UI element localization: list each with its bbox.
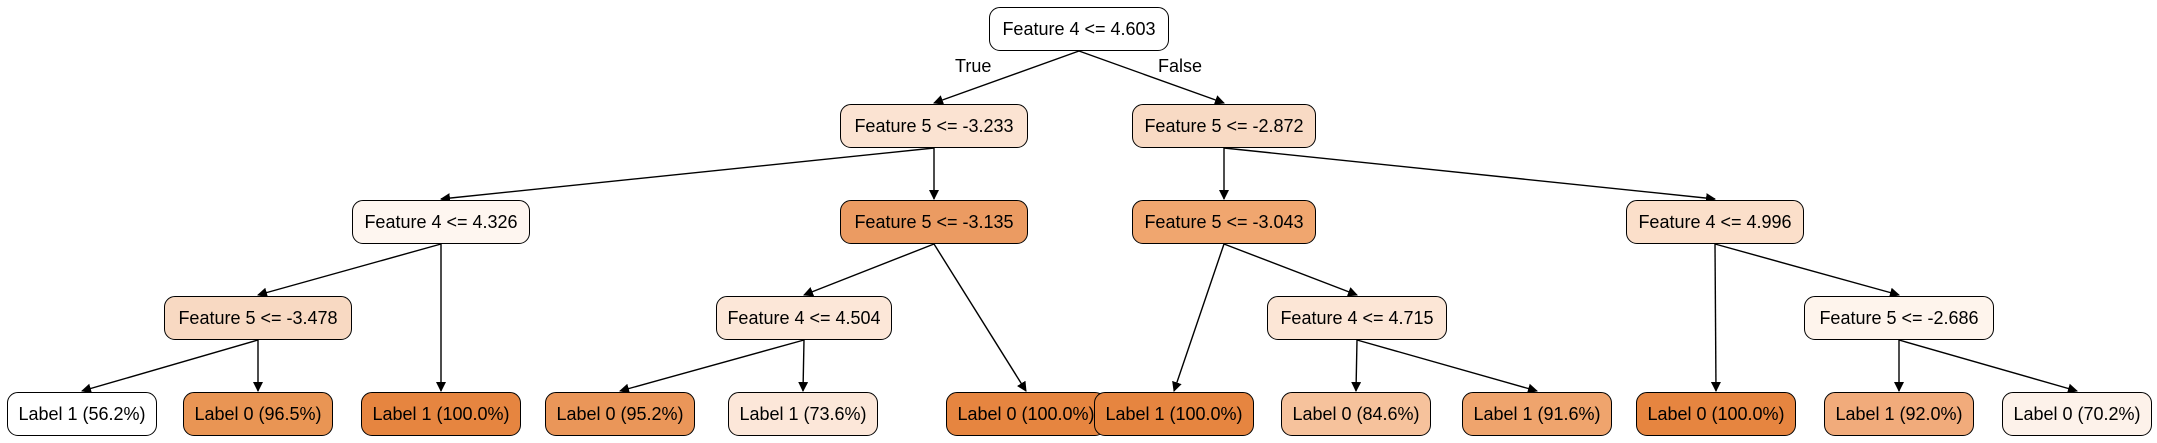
branch-label-false: False (1158, 56, 1203, 76)
leaf-node: Label 1 (56.2%) (7, 392, 157, 436)
tree-edge (257, 243, 442, 298)
split-node: Feature 5 <= -3.233 (840, 104, 1028, 148)
split-node: Feature 4 <= 4.504 (716, 296, 892, 340)
split-node: Feature 5 <= -3.135 (840, 200, 1028, 244)
leaf-node: Label 0 (96.5%) (183, 392, 333, 436)
leaf-node: Label 1 (73.6%) (728, 392, 878, 436)
tree-edge (933, 243, 1027, 392)
tree-edge (1898, 339, 2078, 394)
tree-edge (1710, 243, 1721, 392)
leaf-node: Label 0 (95.2%) (545, 392, 695, 436)
branch-label-true: True (955, 56, 992, 76)
split-node: Feature 4 <= 4.603 (989, 7, 1169, 51)
tree-edge (1223, 243, 1358, 297)
split-node: Feature 5 <= -2.872 (1132, 104, 1316, 148)
tree-edge (798, 339, 809, 392)
split-node: Feature 4 <= 4.996 (1626, 200, 1804, 244)
tree-edge (81, 339, 259, 394)
split-node: Feature 4 <= 4.715 (1267, 296, 1447, 340)
leaf-node: Label 1 (92.0%) (1824, 392, 1974, 436)
tree-edge (1078, 50, 1225, 105)
tree-edge (1172, 243, 1225, 392)
split-node: Feature 5 <= -3.043 (1132, 200, 1316, 244)
split-node: Feature 5 <= -3.478 (164, 296, 352, 340)
tree-edge (1351, 339, 1362, 392)
leaf-node: Label 0 (100.0%) (1636, 392, 1796, 436)
tree-edge (619, 339, 805, 394)
tree-edge (440, 147, 935, 204)
leaf-node: Label 0 (84.6%) (1281, 392, 1431, 436)
leaf-node: Label 1 (91.6%) (1462, 392, 1612, 436)
tree-edge (1714, 243, 1900, 298)
tree-edge (1223, 147, 1716, 204)
leaf-node: Label 1 (100.0%) (1094, 392, 1254, 436)
leaf-node: Label 0 (100.0%) (946, 392, 1106, 436)
leaf-node: Label 0 (70.2%) (2002, 392, 2152, 436)
tree-edge (933, 50, 1080, 105)
split-node: Feature 4 <= 4.326 (352, 200, 530, 244)
tree-edge (1356, 339, 1538, 394)
tree-edge (803, 243, 935, 297)
leaf-node: Label 1 (100.0%) (361, 392, 521, 436)
split-node: Feature 5 <= -2.686 (1804, 296, 1994, 340)
